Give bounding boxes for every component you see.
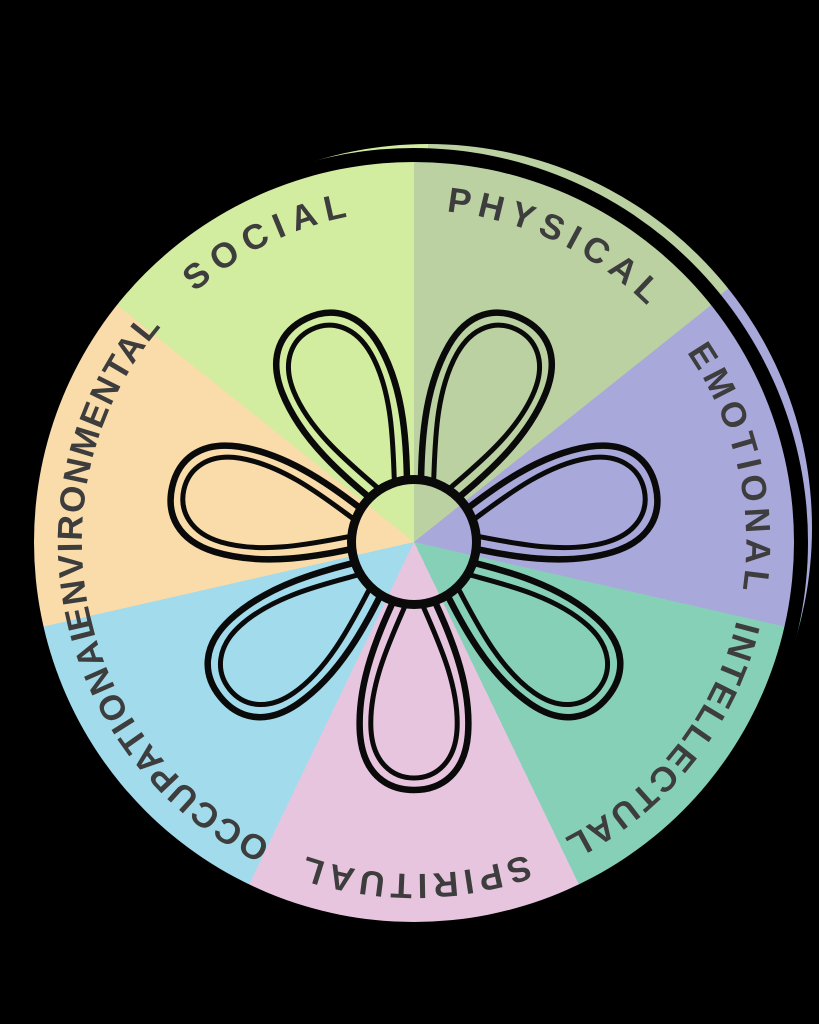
petal-physical [417, 309, 555, 514]
segment-label-physical: PHYSICAL [445, 181, 673, 317]
segment-label-emotional: EMOTIONAL [680, 335, 777, 598]
petal-outline-inner [180, 454, 366, 551]
petal-outline-inner [449, 568, 611, 708]
petal-outline-inner [286, 322, 398, 499]
petal-intellectual [434, 554, 624, 721]
petal-social [273, 309, 411, 514]
petal-outline-inner [368, 593, 460, 781]
petal-outline-outer [434, 554, 624, 721]
petal-outline-inner [462, 454, 648, 551]
petal-outline-inner [430, 322, 542, 499]
segment-label-social: SOCIAL [175, 185, 357, 299]
petal-outline-outer [356, 580, 472, 794]
petal-outline-outer [204, 554, 394, 721]
segment-label-occupational: OCCUPATIONAL [60, 612, 275, 869]
petal-outline-inner [217, 568, 379, 708]
segment-label-spiritual: SPIRITUAL [292, 847, 536, 905]
petal-outline-outer [448, 442, 661, 563]
petal-outline-outer [167, 442, 380, 563]
segment-label-environmental: ENVIRONMENTAL [51, 306, 169, 634]
petal-outline-outer [417, 309, 555, 514]
petal-occupational [204, 554, 394, 721]
segment-label-intellectual: INTELLECTUAL [559, 618, 767, 866]
flower-center-ring [347, 475, 481, 609]
petal-emotional [448, 442, 661, 563]
flower [167, 309, 661, 794]
petal-spiritual [356, 580, 472, 794]
petal-environmental [167, 442, 380, 563]
petal-outline-outer [273, 309, 411, 514]
